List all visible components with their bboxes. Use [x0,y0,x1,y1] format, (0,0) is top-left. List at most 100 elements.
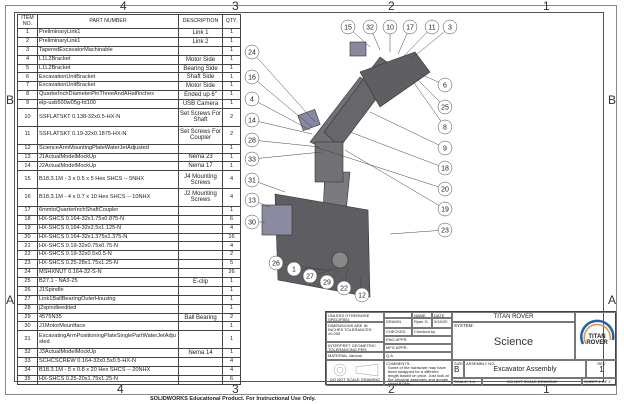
item-no: 3 [17,45,38,56]
company-name: TITAN ROVER [452,312,575,322]
item-no: 27 [17,294,38,305]
part-number: HX-SHCS 0.164-32x2.5x1.125-N [37,223,179,234]
part-number: J2ActualModelMockUp [37,161,179,172]
title-block: UNLESS OTHERWISE SPECIFIED: DIMENSIONS A… [325,311,617,386]
svg-text:ROVER: ROVER [586,340,608,346]
item-no: 14 [17,161,38,172]
part-number: SSFLATSKT 0.138-32x0.5-HX-N [37,108,179,127]
balloon-number: 15 [344,25,352,32]
description: J2 Mounting Screws [178,188,223,207]
balloon-number: 4 [250,97,254,104]
balloon [424,19,440,35]
zone-top-3: 3 [232,0,239,13]
balloon [286,261,302,277]
balloon [437,181,453,197]
item-no: 26 [17,285,38,296]
balloon-number: 27 [306,274,314,281]
comments: COMMENTS:Some of the hardware may have b… [384,360,452,386]
part-number: B27.1 - NA3-25 [37,277,179,287]
balloon-number: 24 [248,50,256,57]
qty: 4 [222,170,241,190]
balloon-number: 12 [358,293,366,300]
item-no: 31 [17,330,38,350]
balloon-number: 9 [443,146,447,153]
qty: 1 [222,72,241,83]
projection-symbol: DO NOT SCALE DRAWING [326,360,384,386]
qty: 26 [222,268,241,278]
balloon [437,160,453,176]
rev-label: REV [597,361,606,366]
item-no: 17 [17,205,38,216]
checked-label: CHECKED [384,328,412,336]
comments-label: COMMENTS: [386,361,411,366]
qty: 5 [222,259,241,270]
balloon-leader [251,139,321,148]
item-no: 23 [17,259,38,270]
part-number: L1L2Bracket [37,63,179,74]
balloon-leader [349,131,446,169]
item-no: 4 [17,54,38,65]
balloon [244,69,260,85]
balloon [437,77,453,93]
item-no: 19 [17,223,38,234]
qty: 1 [222,205,241,216]
qty: 6 [222,214,241,225]
educational-watermark: SOLIDWORKS Educational Product. For Inst… [150,396,316,402]
part-number: j2spindleedited [37,303,179,314]
part-number: ScienceArmMountingPlateWaterJetAdjusted [37,143,179,154]
zone-bottom-4: 4 [117,382,124,396]
description [178,223,223,234]
part-number: B18.3.1M - 5 x 0.8 x 20 Hex SHCS -- 20NH… [37,365,179,376]
item-no: 11 [17,125,38,145]
balloon-number: 14 [248,118,256,125]
qty: 4 [222,188,241,207]
balloon [402,19,418,35]
balloon [244,214,260,230]
item-no: 7 [17,81,38,92]
qty: 1 [222,285,241,296]
item-no: 13 [17,152,38,163]
balloon [244,44,260,60]
balloon-leader [251,151,323,160]
part-number: HX-SHCS 0.19-32x0.75x0.75-N [37,241,179,252]
description [178,294,223,305]
balloon-leader [344,149,446,210]
assembly-label: ASSEMBLY NO. [466,361,496,366]
balloon [442,19,458,35]
balloon-number: 30 [248,220,256,227]
drawing-frame [5,5,617,395]
balloon-leader [409,26,451,61]
qty: 1 [222,321,241,332]
description [178,321,223,332]
balloon [437,140,453,156]
balloon [244,91,260,107]
zone-bottom-2: 2 [388,382,395,396]
description [178,330,223,350]
description: Link 2 [178,36,223,47]
qty: 1 [222,36,241,47]
balloon-number: 20 [441,187,449,194]
item-no: 5 [17,63,38,74]
qty: 1 [222,90,241,101]
sheet-number: SHEET 1 OF 2 [582,378,617,386]
item-no: 30 [17,321,38,332]
balloon-leader [314,146,446,190]
part-number: ExcavatingArmPositioningPlateSinglePartW… [37,330,179,350]
balloon-number: 8 [443,125,447,132]
